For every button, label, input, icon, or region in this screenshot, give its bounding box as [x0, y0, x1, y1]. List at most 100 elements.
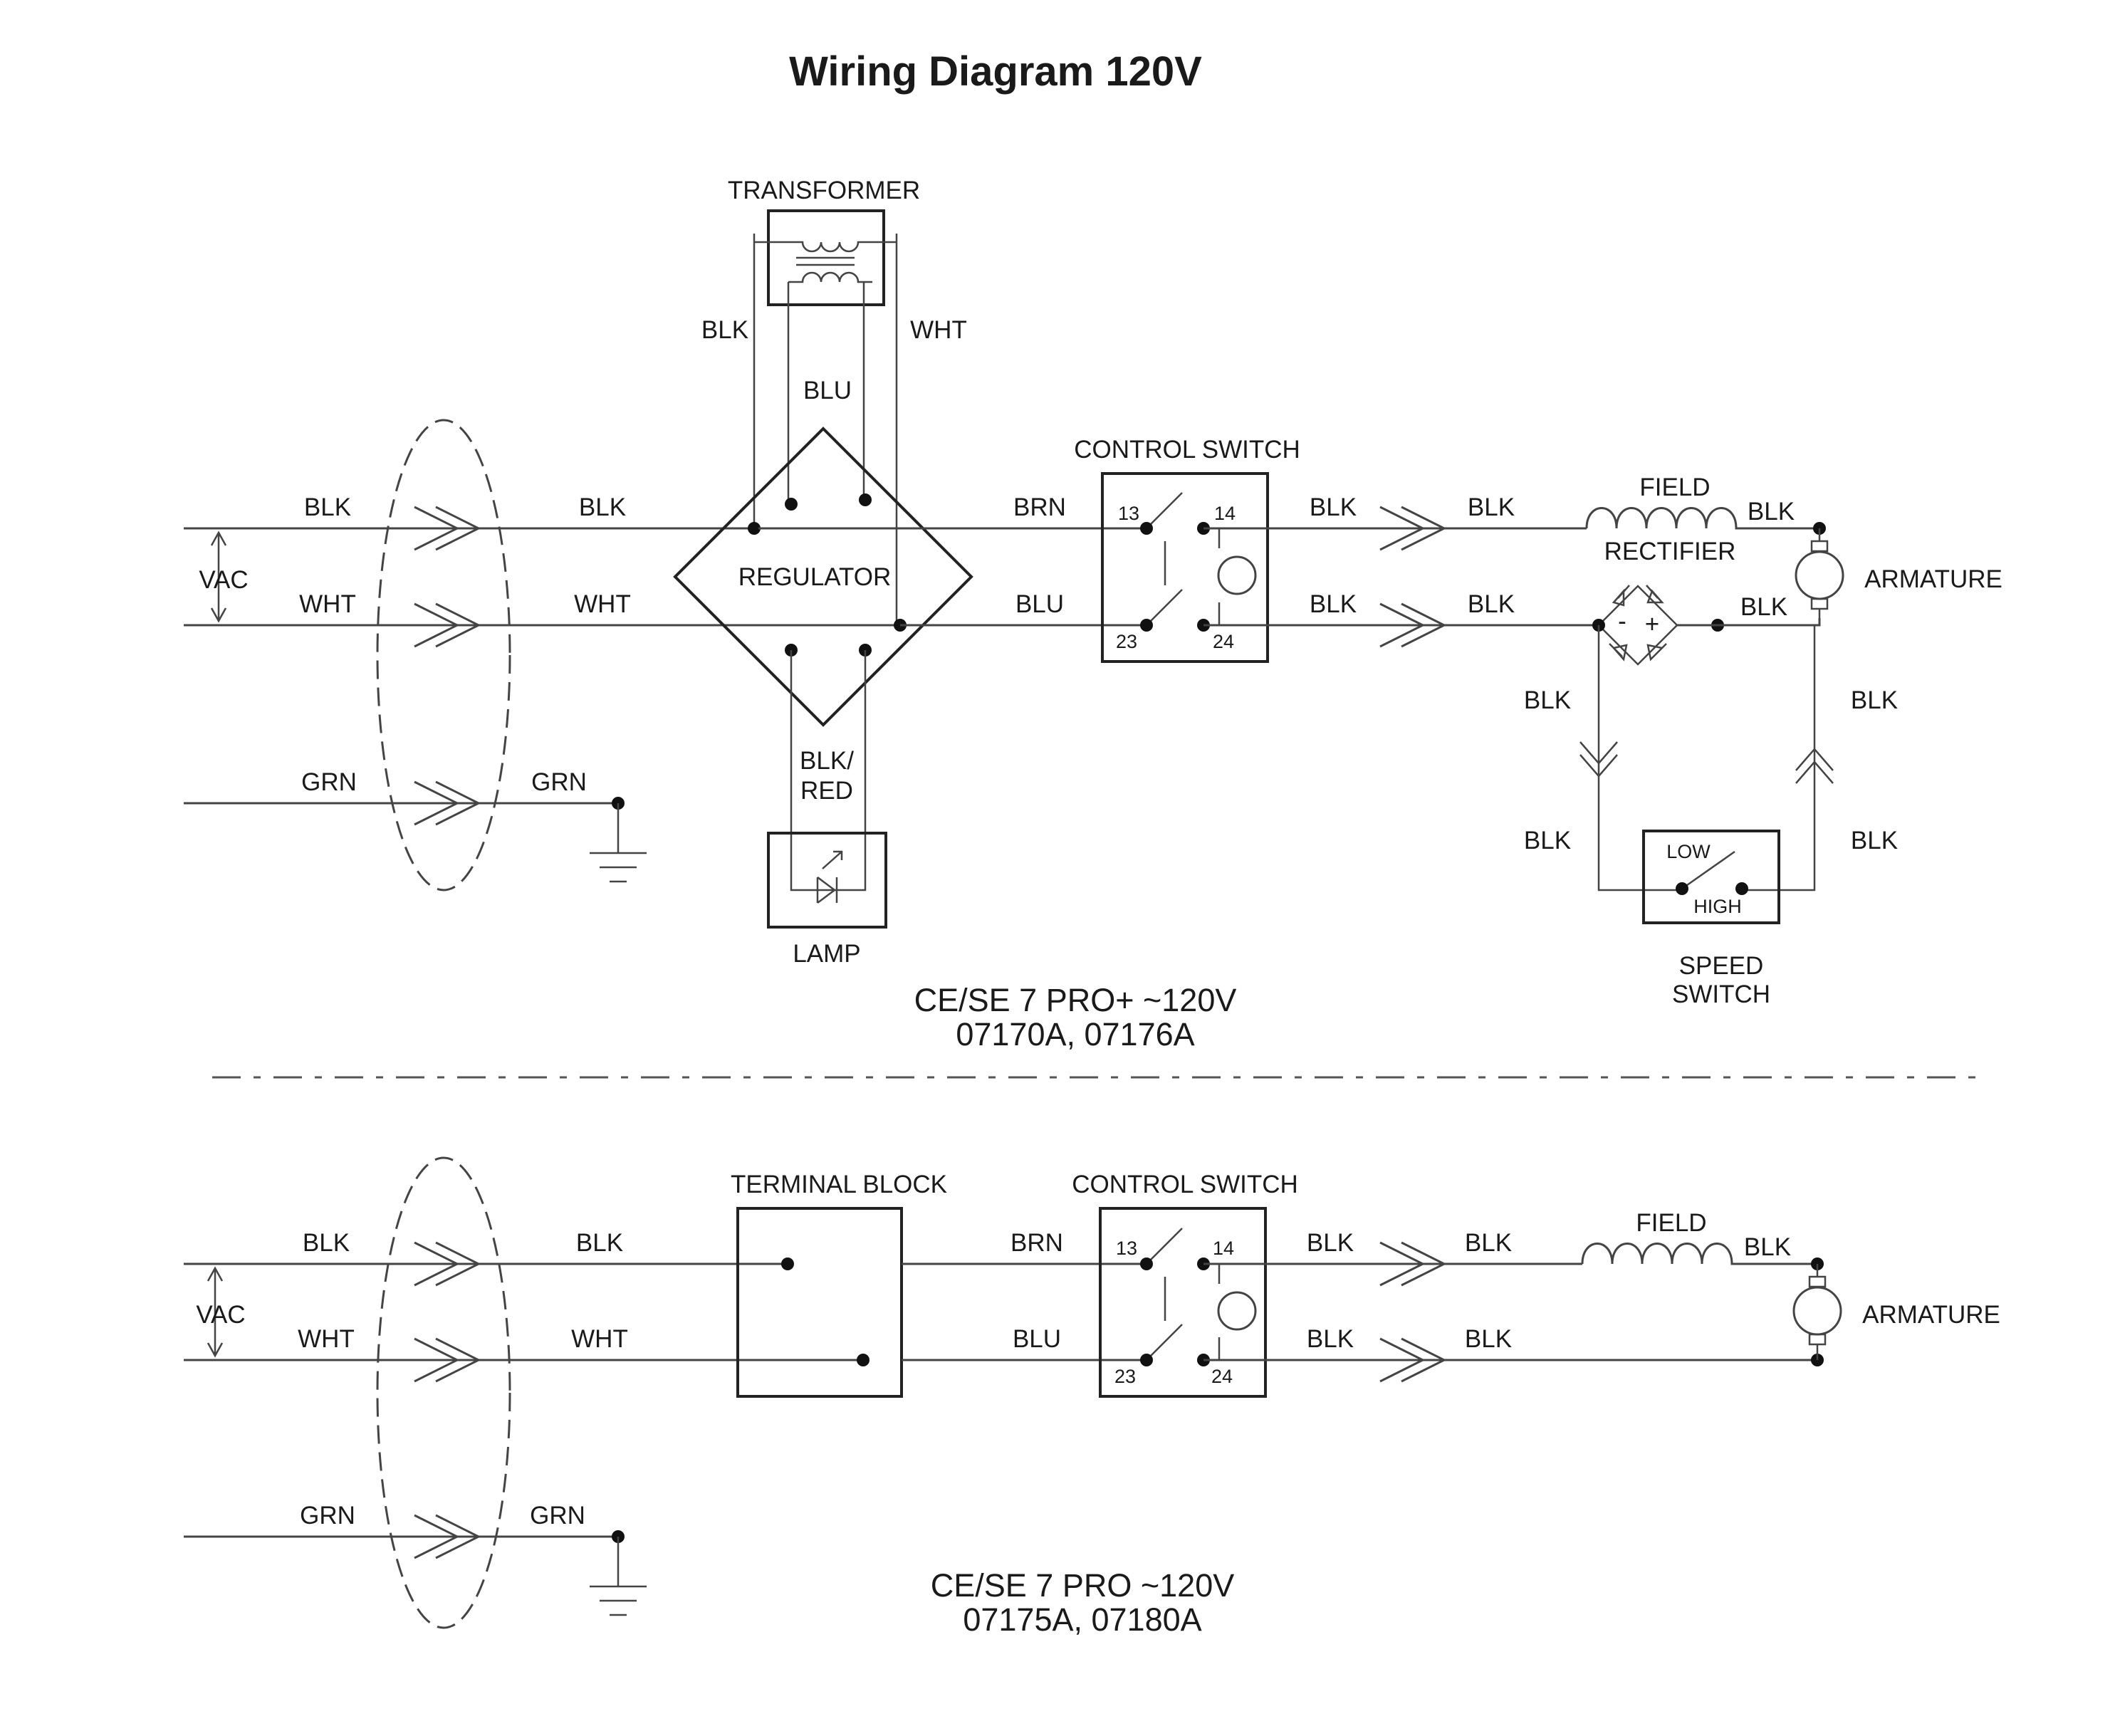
top-diagram: VAC BLK WHT GRN BLK WHT GRN TRANSFORMER … — [184, 177, 2002, 1052]
terminal-23: 23 — [1116, 631, 1137, 652]
left-blk-label-1: BLK — [1524, 686, 1571, 714]
right-blk-label-2: BLK — [1851, 827, 1898, 854]
transformer-leads — [753, 234, 898, 625]
b-field-label: FIELD — [1636, 1209, 1706, 1237]
rect-plus-label: + — [1645, 610, 1659, 638]
terminal-24: 24 — [1213, 631, 1234, 652]
b-armature-label: ARMATURE — [1862, 1301, 2000, 1329]
field-label: FIELD — [1639, 474, 1710, 501]
b-armature-motor — [1792, 1257, 1842, 1366]
rect-blk-label: BLK — [1740, 593, 1787, 621]
top-caption-1: CE/SE 7 PRO+ ~120V — [914, 982, 1237, 1018]
wire-label-blk-out: BLK — [579, 493, 626, 521]
wire-rect-to-armature — [1677, 618, 1821, 627]
b-wire-label-blk-out: BLK — [576, 1229, 623, 1257]
terminal-13: 13 — [1118, 503, 1139, 524]
speed-switch-label-1: SPEED — [1679, 952, 1764, 980]
terminal-block-label: TERMINAL BLOCK — [731, 1171, 947, 1198]
terminal-block-dot-2 — [857, 1354, 870, 1366]
xfmr-blu-label: BLU — [803, 377, 852, 404]
bottom-caption-1: CE/SE 7 PRO ~120V — [931, 1567, 1234, 1604]
right-blk-label-1: BLK — [1851, 686, 1898, 714]
b-field-coil — [1581, 1243, 1817, 1265]
b-vac-arrow — [207, 1266, 224, 1358]
speed-right-wire — [1746, 625, 1816, 891]
control-switch-label: CONTROL SWITCH — [1074, 436, 1300, 464]
lamp-icon — [810, 850, 851, 904]
b-motor-connector — [1379, 1241, 1447, 1383]
armature-label: ARMATURE — [1864, 565, 2002, 593]
b-wire-label-grn-in: GRN — [300, 1502, 355, 1530]
bottom-diagram: VAC BLK WHT GRN BLK WHT GRN TERMINAL BLO… — [184, 1156, 2000, 1638]
xfmr-wht-label: WHT — [910, 316, 967, 344]
wire-label-blk-in: BLK — [304, 493, 351, 521]
transformer-box — [767, 209, 885, 306]
terminal-14: 14 — [1214, 503, 1236, 524]
b-sw-blk-label-1: BLK — [1307, 1229, 1354, 1257]
vac-label: VAC — [199, 566, 248, 594]
b-terminal-23: 23 — [1114, 1366, 1136, 1387]
lamp-box — [767, 832, 887, 929]
rect-minus-label: - — [1618, 607, 1626, 635]
conn-blk-label-1: BLK — [1468, 493, 1515, 521]
speed-switch-label-2: SWITCH — [1672, 981, 1770, 1008]
ground-symbol — [590, 797, 647, 883]
regulator-label: REGULATOR — [738, 563, 892, 591]
sw-blk-label-1: BLK — [1310, 493, 1357, 521]
xfmr-blk-label: BLK — [701, 316, 748, 344]
bottom-caption-2: 07175A, 07180A — [963, 1601, 1201, 1638]
speed-low-label: LOW — [1666, 841, 1711, 862]
transformer-label: TRANSFORMER — [728, 177, 920, 204]
b-input-connector — [414, 1241, 481, 1559]
lamp-leads — [790, 650, 867, 891]
field-coil — [1585, 507, 1819, 530]
sw-blk-label-2: BLK — [1310, 590, 1357, 618]
b-wire-label-grn-out: GRN — [530, 1502, 585, 1530]
b-terminal-24: 24 — [1211, 1366, 1233, 1387]
b-wire-label-wht-in: WHT — [298, 1325, 355, 1353]
b-control-switch-label: CONTROL SWITCH — [1072, 1171, 1298, 1198]
b-wire-label-blk-in: BLK — [303, 1229, 350, 1257]
speed-switch-box — [1642, 830, 1780, 924]
wire-label-grn-out: GRN — [531, 768, 587, 796]
b-vac-label: VAC — [196, 1301, 245, 1329]
b-wire-label-blu: BLU — [1013, 1325, 1061, 1353]
b-terminal-14: 14 — [1213, 1238, 1234, 1259]
armature-motor — [1795, 522, 1844, 618]
b-terminal-13: 13 — [1116, 1238, 1137, 1259]
speed-high-label: HIGH — [1693, 896, 1742, 917]
b-field-blk-label: BLK — [1744, 1233, 1791, 1261]
lamp-label: LAMP — [793, 940, 860, 968]
speed-left-wire — [1597, 625, 1676, 891]
b-control-switch-box — [1099, 1207, 1267, 1398]
cord-ellipse — [376, 419, 511, 891]
field-blk-label: BLK — [1748, 498, 1795, 525]
b-sw-blk-label-2: BLK — [1307, 1325, 1354, 1353]
wire-label-brn: BRN — [1013, 493, 1066, 521]
wire-label-grn-in: GRN — [301, 768, 357, 796]
b-wire-label-brn: BRN — [1010, 1229, 1063, 1257]
wire-label-wht-in: WHT — [299, 590, 356, 618]
top-caption-2: 07170A, 07176A — [956, 1016, 1194, 1052]
b-control-switch-contacts — [1140, 1228, 1257, 1366]
speed-connector-right — [1795, 748, 1834, 784]
conn-blk-label-2: BLK — [1468, 590, 1515, 618]
control-switch-box — [1101, 472, 1269, 663]
speed-switch-contacts — [1676, 850, 1748, 895]
lamp-wire-label-1: BLK/ — [800, 747, 854, 775]
b-cord-ellipse — [376, 1156, 511, 1629]
lamp-wire-label-2: RED — [800, 777, 853, 805]
speed-connector-left — [1579, 741, 1618, 778]
b-ground-symbol — [590, 1530, 647, 1616]
b-conn-blk-label-2: BLK — [1465, 1325, 1512, 1353]
wire-label-wht-out: WHT — [574, 590, 631, 618]
terminal-block-box — [736, 1207, 903, 1398]
b-conn-blk-label-1: BLK — [1465, 1229, 1512, 1257]
wire-label-blu: BLU — [1015, 590, 1064, 618]
transformer-coil — [788, 241, 872, 283]
b-wire-label-wht-out: WHT — [571, 1325, 628, 1353]
motor-connector — [1379, 506, 1447, 648]
left-blk-label-2: BLK — [1524, 827, 1571, 854]
vac-arrow — [210, 530, 227, 623]
